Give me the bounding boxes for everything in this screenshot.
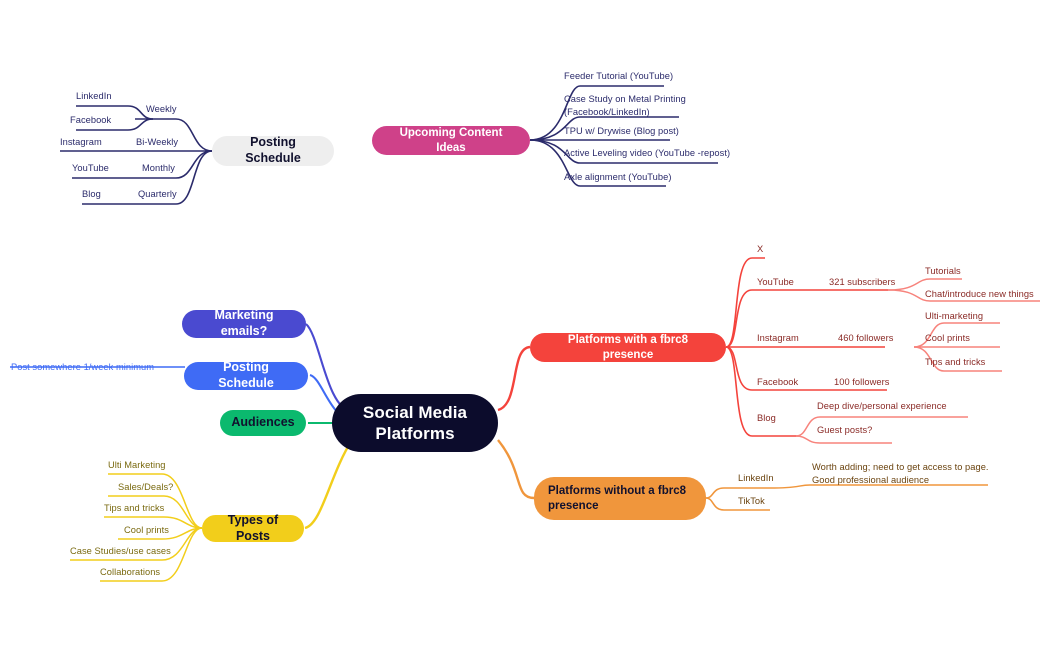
leaf-tiktok[interactable]: TikTok bbox=[738, 496, 765, 506]
branch-posting-schedule[interactable]: Posting Schedule bbox=[184, 360, 308, 390]
island-leaf-blog[interactable]: Blog bbox=[82, 189, 101, 199]
island-leaf-linkedin[interactable]: LinkedIn bbox=[76, 91, 112, 101]
island-leaf-weekly[interactable]: Weekly bbox=[146, 104, 177, 114]
island-node-upcoming-content-ideas[interactable]: Upcoming Content Ideas bbox=[372, 126, 530, 155]
island-leaf-biweekly[interactable]: Bi-Weekly bbox=[136, 137, 179, 147]
content-idea-4[interactable]: Active Leveling video (YouTube -repost) bbox=[564, 148, 731, 158]
content-idea-5[interactable]: Axle alignment (YouTube) bbox=[564, 172, 672, 182]
branch-platforms-with-presence[interactable]: Platforms with a fbrc8 presence bbox=[530, 333, 726, 362]
island-leaf-instagram[interactable]: Instagram bbox=[60, 137, 102, 147]
leaf-x[interactable]: X bbox=[757, 244, 764, 254]
leaf-blog[interactable]: Blog bbox=[757, 413, 776, 423]
branch-marketing-emails[interactable]: Marketing emails? bbox=[182, 308, 306, 338]
island-leaf-youtube[interactable]: YouTube bbox=[72, 163, 109, 173]
wire-platforms-with bbox=[497, 345, 531, 412]
island-leaf-monthly[interactable]: Monthly bbox=[142, 163, 175, 173]
island-node-posting-schedule[interactable]: Posting Schedule bbox=[212, 135, 334, 166]
leaf-ulti-marketing[interactable]: Ulti Marketing bbox=[108, 460, 166, 470]
leaf-post-minimum[interactable]: Post somewhere 1/week minimum bbox=[11, 362, 155, 372]
leaf-instagram-sub-tips[interactable]: Tips and tricks bbox=[925, 357, 986, 367]
leaf-linkedin-without[interactable]: LinkedIn bbox=[738, 473, 774, 483]
leaf-instagram-detail[interactable]: 460 followers bbox=[838, 333, 894, 343]
leaf-blog-sub-guestposts[interactable]: Guest posts? bbox=[817, 425, 873, 435]
leaf-case-studies[interactable]: Case Studies/use cases bbox=[70, 546, 171, 556]
content-idea-1[interactable]: Feeder Tutorial (YouTube) bbox=[564, 71, 674, 81]
content-idea-3[interactable]: TPU w/ Drywise (Blog post) bbox=[564, 126, 679, 136]
leaf-instagram-sub-coolprints[interactable]: Cool prints bbox=[925, 333, 970, 343]
leaf-facebook-detail[interactable]: 100 followers bbox=[834, 377, 890, 387]
leaf-youtube-sub-chat[interactable]: Chat/introduce new things bbox=[925, 289, 1034, 299]
leaf-collaborations[interactable]: Collaborations bbox=[100, 567, 161, 577]
content-idea-2[interactable]: Case Study on Metal Printing (Facebook/L… bbox=[564, 94, 686, 117]
branch-audiences[interactable]: Audiences bbox=[220, 410, 306, 436]
wire-platforms-without bbox=[497, 439, 535, 500]
leaf-youtube-detail[interactable]: 321 subscribers bbox=[829, 277, 896, 287]
leaf-blog-sub-deepdive[interactable]: Deep dive/personal experience bbox=[817, 401, 947, 411]
leaf-linkedin-note[interactable]: Worth adding; need to get access to page… bbox=[812, 462, 989, 485]
wire-types-of-posts bbox=[304, 439, 354, 530]
island-leaf-quarterly[interactable]: Quarterly bbox=[138, 189, 177, 199]
leaf-cool-prints[interactable]: Cool prints bbox=[124, 525, 169, 535]
root-node[interactable]: Social Media Platforms bbox=[332, 394, 498, 452]
leaf-facebook[interactable]: Facebook bbox=[757, 377, 799, 387]
island-leaf-facebook[interactable]: Facebook bbox=[70, 115, 112, 125]
leaf-instagram[interactable]: Instagram bbox=[757, 333, 799, 343]
leaf-sales-deals[interactable]: Sales/Deals? bbox=[118, 482, 174, 492]
leaf-youtube[interactable]: YouTube bbox=[757, 277, 794, 287]
leaf-tips-and-tricks[interactable]: Tips and tricks bbox=[104, 503, 165, 513]
leaf-instagram-sub-ulti[interactable]: Ulti-marketing bbox=[925, 311, 984, 321]
leaf-youtube-sub-tutorials[interactable]: Tutorials bbox=[925, 266, 961, 276]
branch-platforms-without-presence[interactable]: Platforms without a fbrc8 presence bbox=[534, 477, 706, 520]
branch-types-of-posts[interactable]: Types of Posts bbox=[202, 513, 304, 543]
